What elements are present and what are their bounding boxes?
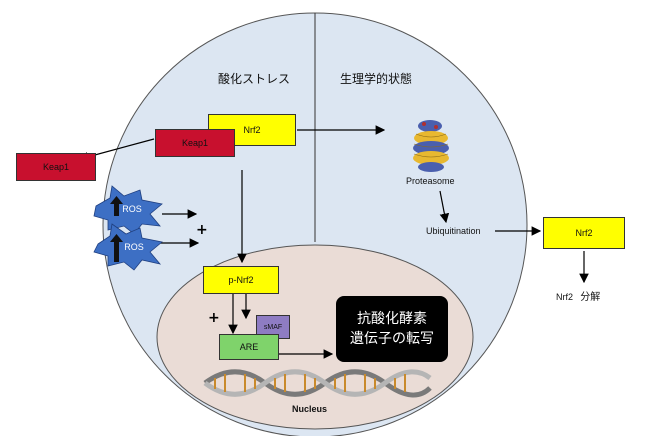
keap1-box-bound: Keap1 [155, 129, 235, 157]
oxidative-stress-title: 酸化ストレス [218, 72, 291, 86]
plus-sign-ros: + [196, 222, 208, 238]
dna-helix-icon [203, 369, 432, 398]
transcription-line-1: 抗酸化酵素 [357, 311, 427, 327]
plus-sign-nucleus: + [208, 310, 220, 326]
ros-label-2: ROS [124, 242, 144, 252]
ubiquitination-label: Ubiquitination [426, 226, 481, 236]
antioxidant-transcription-box: 抗酸化酵素 遺伝子の転写 [336, 296, 448, 362]
proteasome-label: Proteasome [406, 176, 455, 186]
degradation-protein: Nrf2 [556, 292, 574, 302]
nucleus-label: Nucleus [292, 404, 328, 414]
ros-burst-2 [93, 223, 163, 271]
p-nrf2-box: p-Nrf2 [203, 266, 279, 294]
transcription-line-2: 遺伝子の転写 [350, 331, 434, 347]
ros-label-1: ROS [122, 204, 142, 214]
proteasome-icon [413, 120, 449, 172]
nrf2-degradation-label: Nrf2 分解 [556, 288, 600, 303]
degradation-text: 分解 [580, 292, 601, 303]
nrf2-box-right: Nrf2 [543, 217, 625, 249]
ros-burst-1 [93, 185, 163, 235]
keap1-box-free: Keap1 [16, 153, 96, 181]
physiological-state-title: 生理学的状態 [340, 72, 413, 86]
are-box: ARE [219, 334, 279, 360]
arrow-to-ubiquitination [439, 190, 450, 224]
